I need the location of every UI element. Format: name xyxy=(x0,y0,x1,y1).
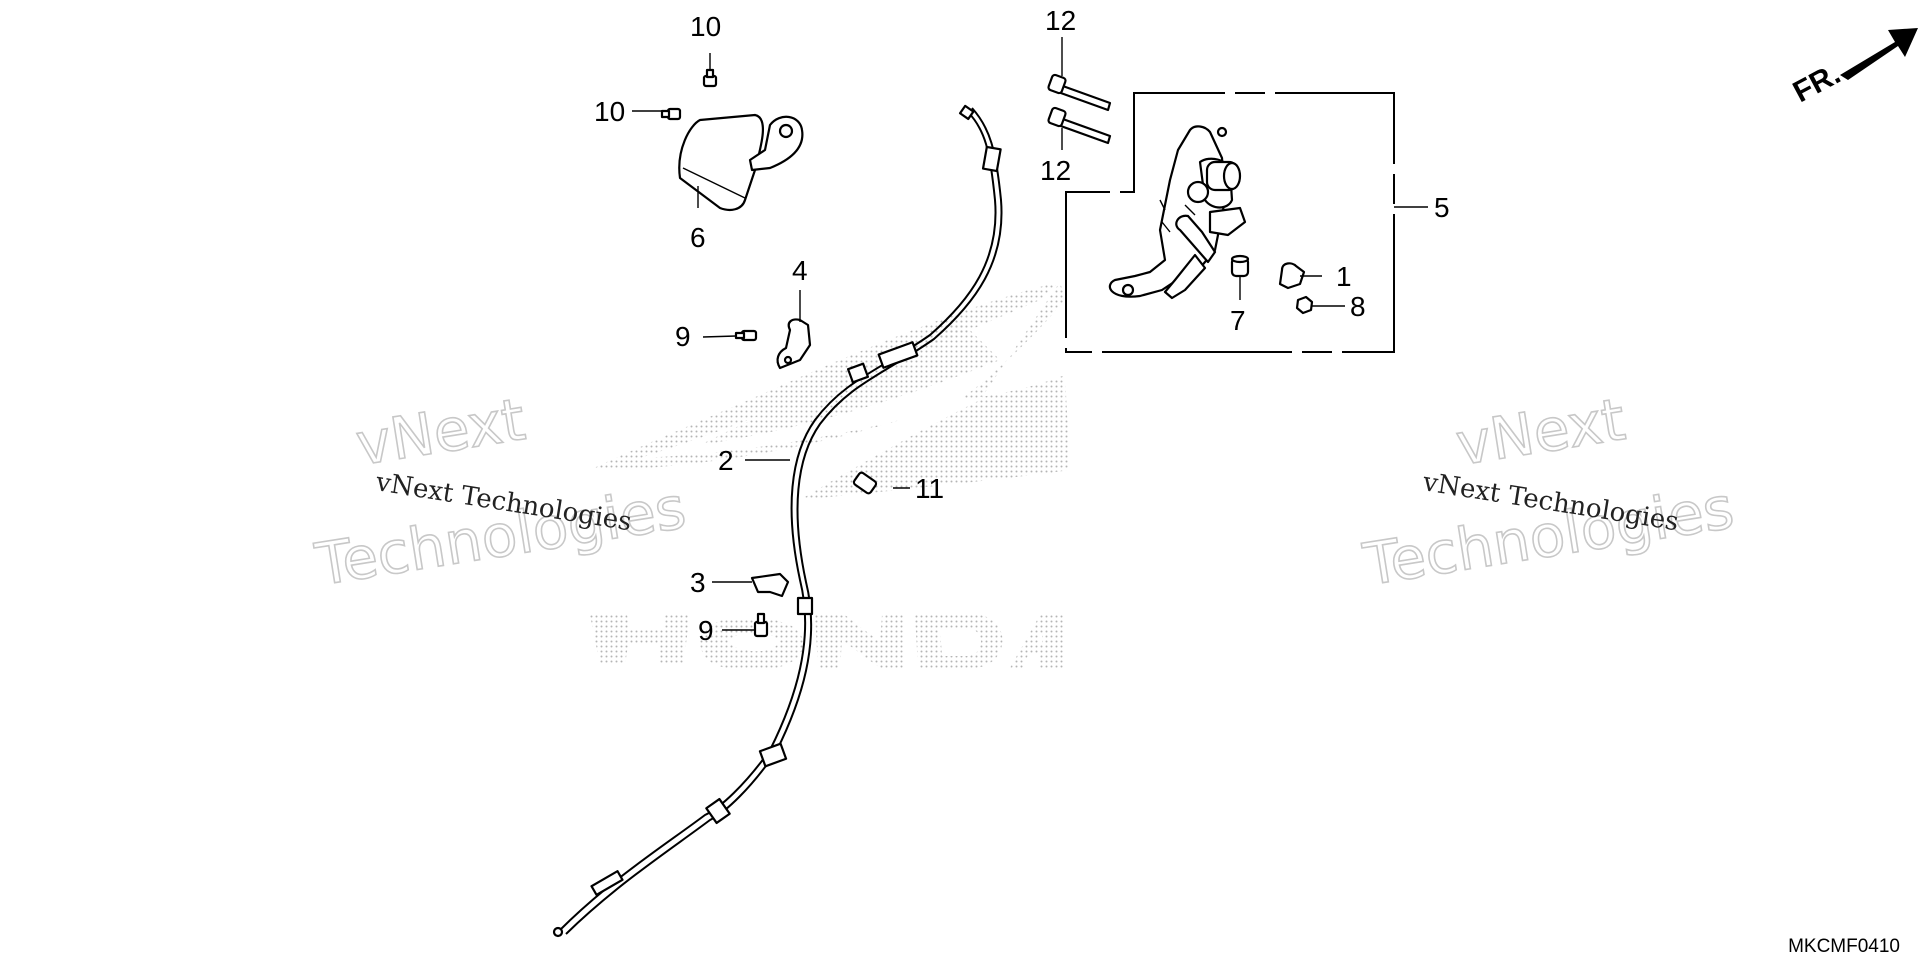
assembly-box xyxy=(1065,92,1395,353)
arrow-icon xyxy=(1840,28,1918,80)
brand-wing-logo xyxy=(590,282,1070,671)
callout-3: 3 xyxy=(690,567,706,598)
callout-9-lower: 9 xyxy=(698,615,714,646)
cover-part-6 xyxy=(678,113,804,211)
callout-10-upper: 10 xyxy=(690,11,721,42)
screw-part-10-left xyxy=(660,107,682,121)
callout-12-upper: 12 xyxy=(1045,5,1076,36)
grommet-part-11 xyxy=(852,471,878,495)
front-direction-arrow: FR. xyxy=(1788,28,1918,109)
screw-part-10-upper xyxy=(702,68,718,88)
diagram-code: MKCMF0410 xyxy=(1788,936,1900,957)
collar-part-7 xyxy=(1230,254,1250,278)
bolt-part-12-lower xyxy=(1047,106,1112,145)
watermark-big-line1: vNext xyxy=(352,385,530,479)
callout-7: 7 xyxy=(1230,305,1246,336)
leader-lines xyxy=(632,37,1428,631)
callout-4: 4 xyxy=(792,255,808,286)
watermark-right: vNext Technologies vNext Technologies xyxy=(1358,384,1739,599)
bolt-part-9-lower xyxy=(753,612,769,638)
callout-10-left: 10 xyxy=(594,96,625,127)
clamp-part-4 xyxy=(776,318,812,370)
watermark-big-line1: vNext xyxy=(1452,385,1630,479)
watermark-left: vNext Technologies vNext Technologies xyxy=(310,384,691,599)
direction-label: FR. xyxy=(1788,57,1846,109)
callouts: 1 2 3 4 5 6 7 8 9 9 10 10 11 12 12 xyxy=(594,5,1450,646)
clip-part-1 xyxy=(1278,262,1306,290)
callout-5: 5 xyxy=(1434,192,1450,223)
lever-assembly-part-5 xyxy=(1108,125,1247,300)
holder-part-3 xyxy=(750,572,790,598)
cable-part-2 xyxy=(552,104,1003,938)
callout-2: 2 xyxy=(718,445,734,476)
nut-part-8 xyxy=(1295,295,1314,315)
callout-8: 8 xyxy=(1350,291,1366,322)
bolt-part-12-upper xyxy=(1047,73,1112,112)
bolt-part-9-upper xyxy=(734,329,758,342)
callout-9-upper: 9 xyxy=(675,321,691,352)
callout-1: 1 xyxy=(1336,261,1352,292)
callout-6: 6 xyxy=(690,222,706,253)
callout-12-lower: 12 xyxy=(1040,155,1071,186)
callout-11: 11 xyxy=(915,473,944,504)
